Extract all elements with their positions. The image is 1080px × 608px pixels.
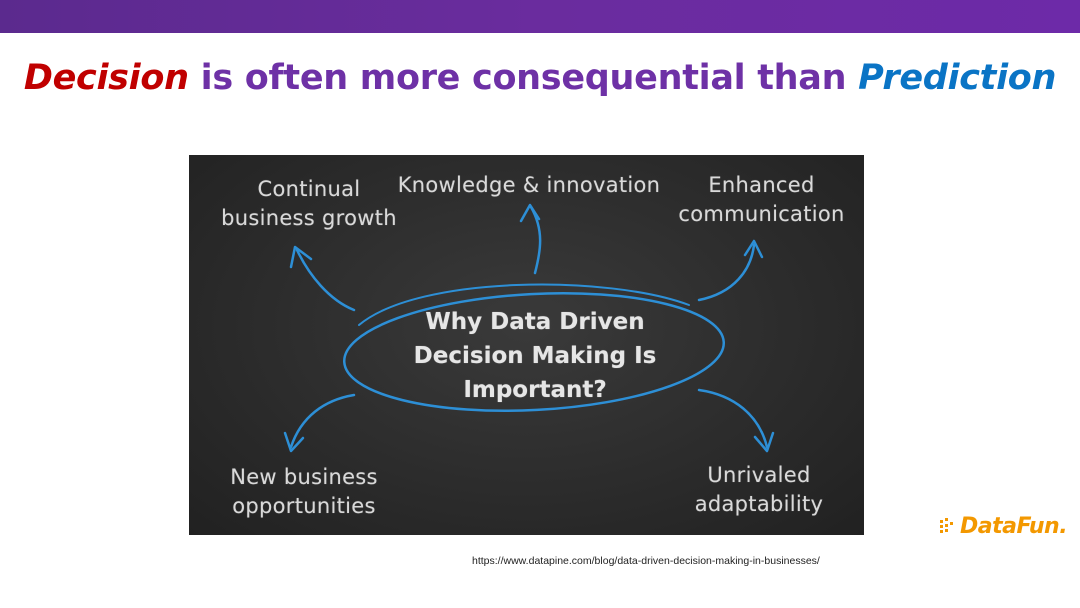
chalk-line: Continual: [257, 177, 361, 201]
datafun-logo: DataFun.: [938, 510, 1068, 542]
top-banner: [0, 0, 1080, 33]
logo-wordmark: DataFun.: [960, 513, 1068, 539]
center-line: Why Data Driven: [425, 309, 645, 335]
chalk-line: Enhanced: [708, 173, 815, 197]
center-ellipse-stroke: [358, 283, 690, 326]
chalk-item-bottom-left: New business opportunities: [209, 463, 399, 521]
chalk-item-bottom-right: Unrivaled adaptability: [669, 461, 849, 519]
source-citation: https://www.datapine.com/blog/data-drive…: [472, 555, 820, 567]
chalk-line: adaptability: [694, 492, 824, 516]
title-middle-text: is often more consequential than: [188, 58, 859, 98]
center-ellipse: [342, 291, 726, 413]
slide-title: Decision is often more consequential tha…: [0, 58, 1080, 98]
chalk-item-top-right: Enhanced communication: [669, 171, 854, 229]
center-line: Important?: [463, 377, 607, 403]
arrow-bottom-right: [697, 388, 769, 449]
chalk-center-question: Why Data Driven Decision Making Is Impor…: [385, 305, 685, 407]
chalk-line: Unrivaled: [707, 463, 811, 487]
arrow-top-right: [697, 243, 756, 302]
arrow-top-left: [295, 248, 356, 312]
arrow-bottom-left: [289, 393, 356, 449]
chalkboard-image: Continual business growth Knowledge & in…: [189, 155, 864, 535]
chalk-line: Knowledge & innovation: [397, 173, 661, 197]
chalkboard-arrows: [283, 203, 775, 453]
chalk-line: opportunities: [232, 494, 376, 518]
center-line: Decision Making Is: [413, 343, 657, 369]
title-word-prediction: Prediction: [858, 58, 1057, 98]
chalk-line: New business: [230, 465, 378, 489]
chalk-line: business growth: [221, 206, 397, 230]
title-word-decision: Decision: [23, 58, 189, 98]
chalk-item-top-left: Continual business growth: [209, 175, 409, 233]
logo-dots-icon: [940, 518, 953, 533]
chalk-line: communication: [678, 202, 845, 226]
chalk-item-top-center: Knowledge & innovation: [389, 171, 669, 200]
